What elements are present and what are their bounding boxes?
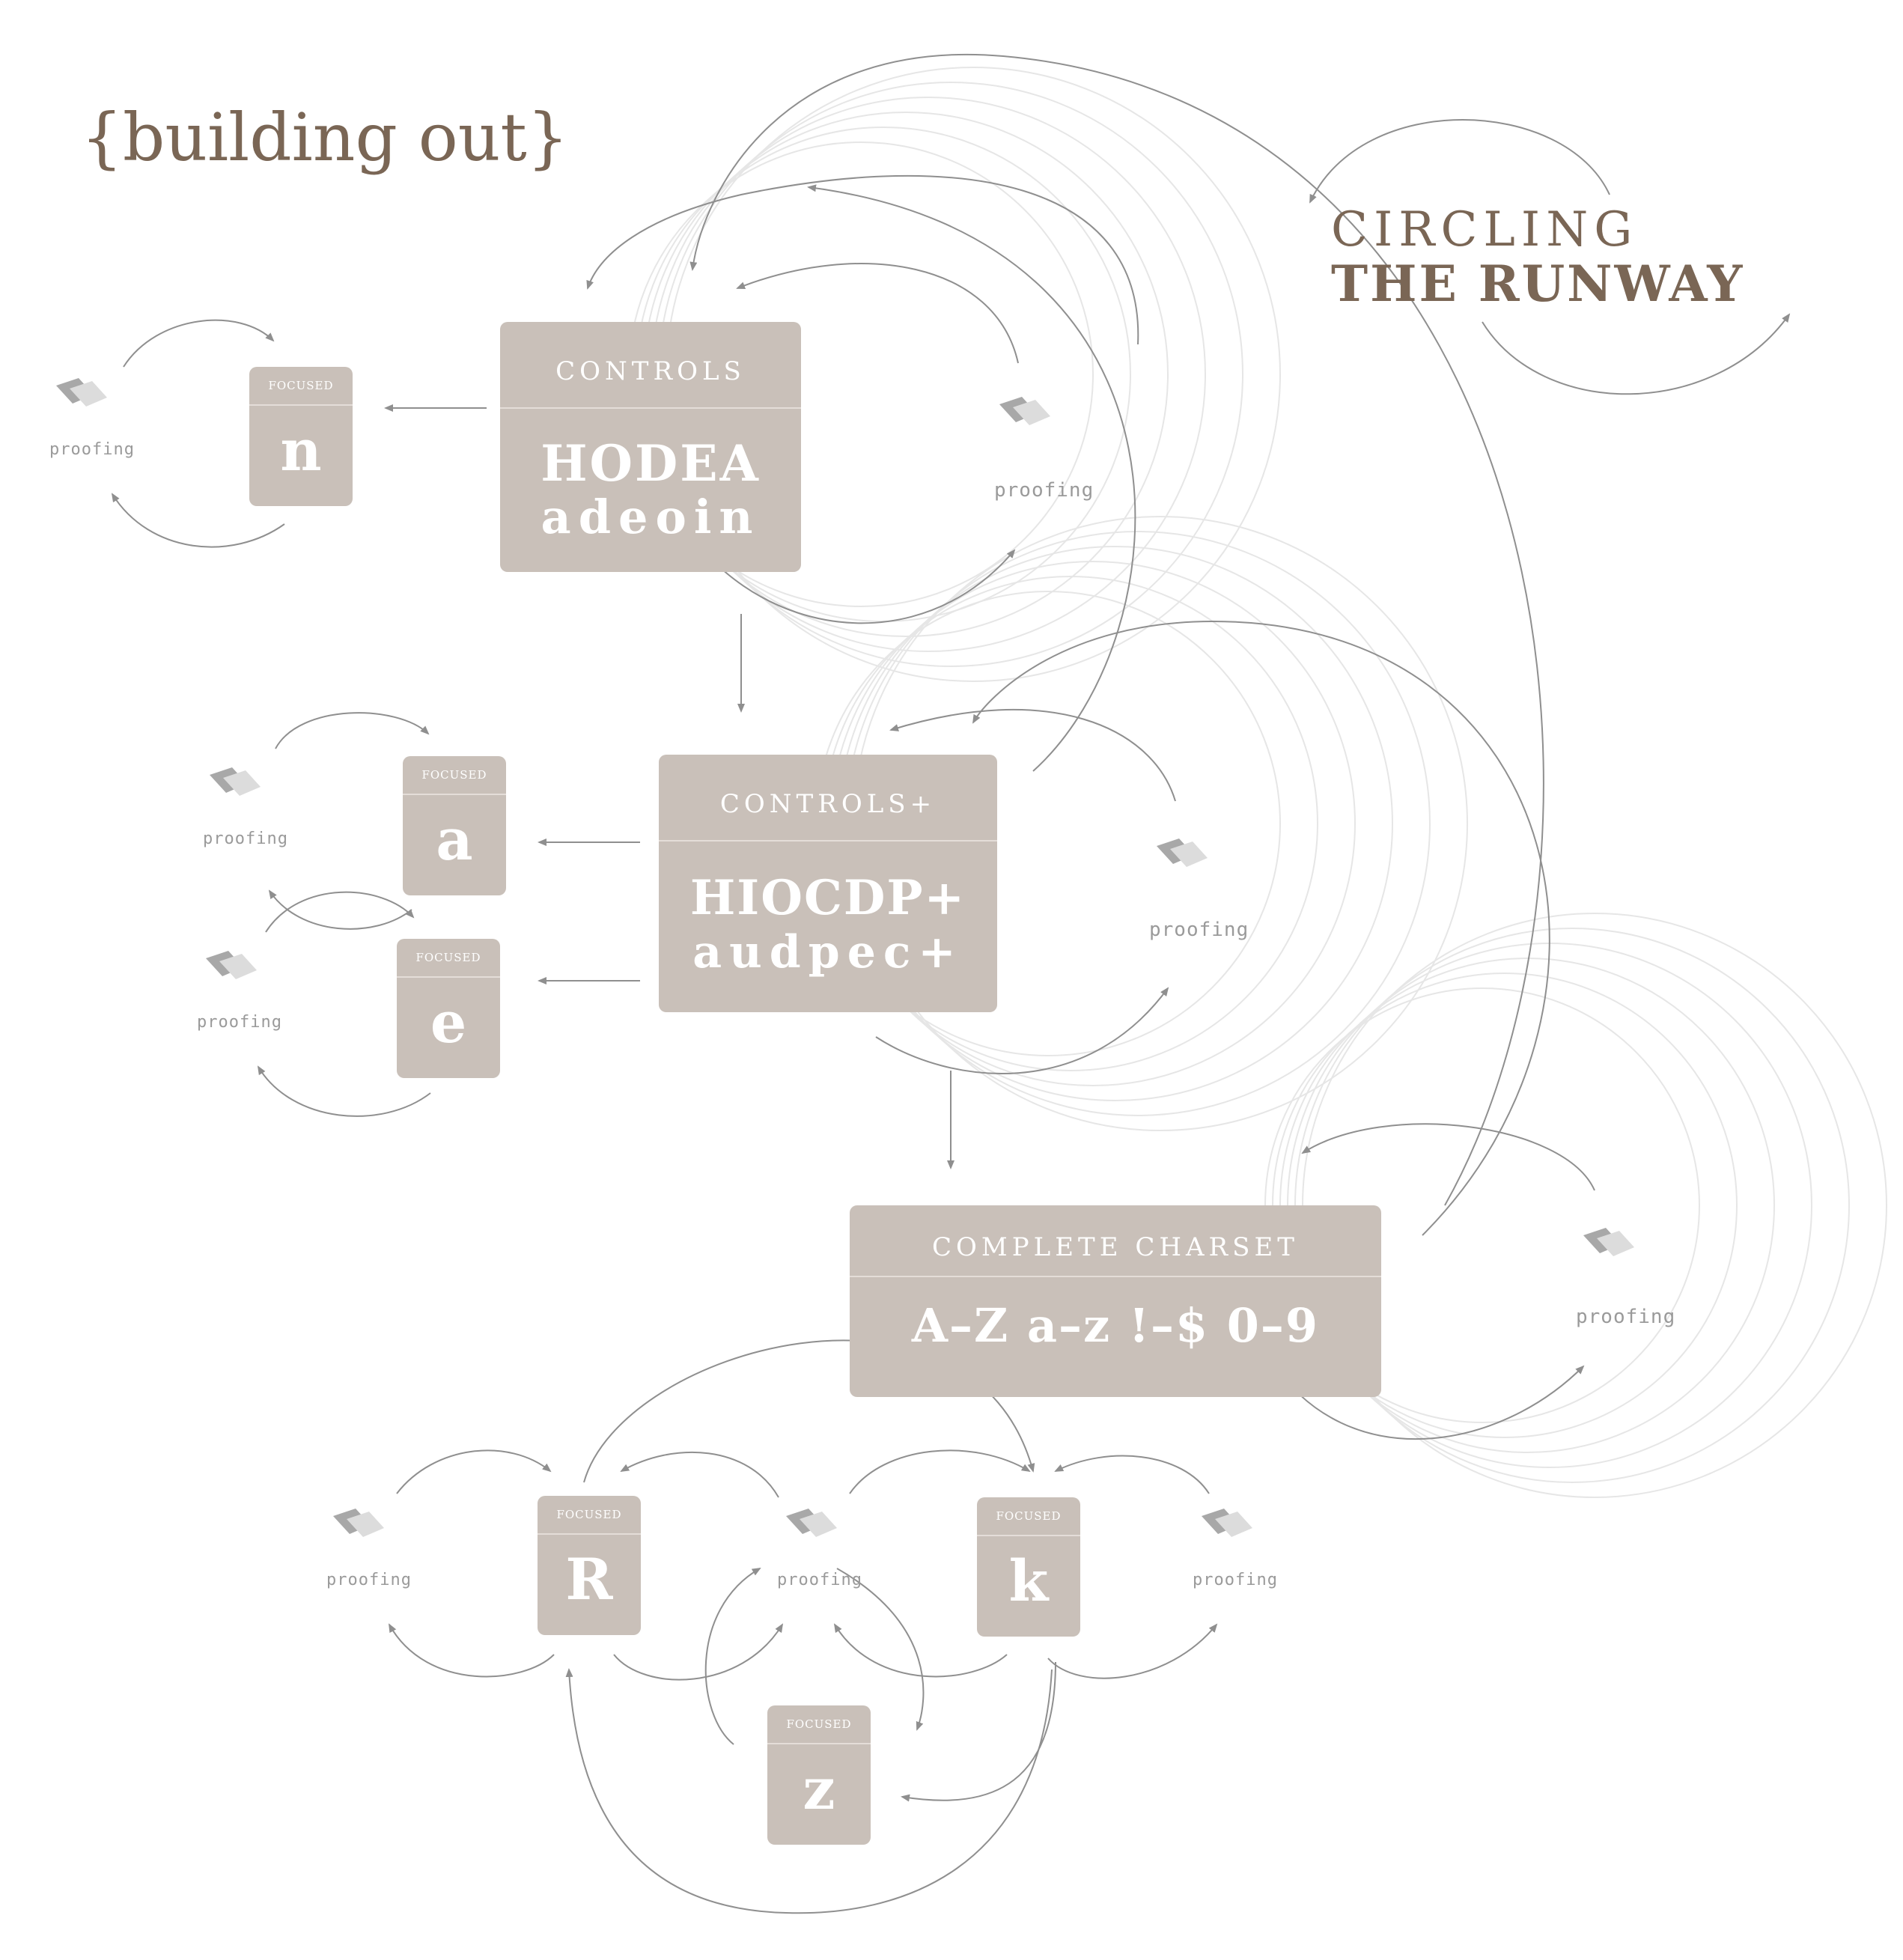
stage-caption: CONTROLS+ [659, 755, 997, 841]
focused-card-z: FOCUSED z [767, 1705, 871, 1845]
proofing-icon-stage2 [1157, 839, 1208, 867]
stage-box-controls: CONTROLS HODEA adeoin [500, 322, 801, 572]
runway-title-line2: THE RUNWAY [1331, 255, 1745, 313]
proofing-icon-stage1 [999, 397, 1050, 425]
stage-box-complete-charset: COMPLETE CHARSET A–Z a–z !–$ 0–9 [850, 1205, 1381, 1397]
proofing-label-mid: proofing [771, 1571, 868, 1589]
focused-caption: FOCUSED [397, 939, 500, 978]
stage-caption: CONTROLS [500, 322, 801, 409]
focused-glyph: R [565, 1546, 613, 1613]
focused-glyph: n [280, 417, 322, 484]
proofing-label-n: proofing [43, 440, 141, 459]
proofing-label-k: proofing [1187, 1571, 1284, 1589]
stage-uppercase-set: HIOCDP+ [689, 870, 966, 926]
focused-card-n: FOCUSED n [249, 367, 353, 506]
focused-caption: FOCUSED [403, 756, 506, 795]
proofing-label-stage3: proofing [1576, 1306, 1676, 1328]
proofing-text: proofing [203, 830, 288, 848]
focused-card-k: FOCUSED k [977, 1497, 1080, 1637]
proofing-text: proofing [326, 1571, 412, 1589]
stage-lowercase-set: audpec+ [692, 926, 963, 979]
proofing-label-stage2: proofing [1149, 919, 1249, 941]
proofing-label-e: proofing [191, 1013, 288, 1032]
proofing-label-a: proofing [197, 830, 294, 848]
proofing-text: proofing [1193, 1571, 1278, 1589]
focused-glyph: e [430, 989, 467, 1056]
proofing-icon-stage3 [1583, 1228, 1634, 1256]
proofing-icon-n [56, 378, 107, 407]
focused-glyph: k [1008, 1547, 1049, 1614]
focused-caption: FOCUSED [977, 1497, 1080, 1536]
proofing-label-r: proofing [320, 1571, 418, 1589]
proofing-icon-k [1202, 1509, 1252, 1537]
stage-box-controls-plus: CONTROLS+ HIOCDP+ audpec+ [659, 755, 997, 1012]
page-title: {building out} [81, 99, 569, 176]
proofing-text: proofing [1149, 919, 1249, 941]
proofing-text: proofing [777, 1571, 862, 1589]
proofing-icon-a [210, 767, 261, 796]
focused-glyph: a [436, 806, 473, 873]
proofing-label-stage1: proofing [994, 479, 1094, 502]
stage-uppercase-set: HODEA [541, 434, 761, 493]
focused-card-R: FOCUSED R [538, 1496, 641, 1635]
focused-card-e: FOCUSED e [397, 939, 500, 1078]
proofing-text: proofing [1576, 1306, 1676, 1328]
proofing-text: proofing [994, 479, 1094, 502]
stage-character-set: A–Z a–z !–$ 0–9 [911, 1298, 1320, 1353]
focused-card-a: FOCUSED a [403, 756, 506, 895]
proofing-icon-r [333, 1509, 384, 1537]
proofing-text: proofing [197, 1013, 282, 1032]
focused-caption: FOCUSED [538, 1496, 641, 1535]
stage-caption: COMPLETE CHARSET [850, 1205, 1381, 1277]
proofing-icon-e [206, 951, 257, 979]
arrow-group [111, 54, 1791, 1914]
runway-title-line1: CIRCLING [1331, 202, 1639, 258]
proofing-icon-mid [786, 1509, 837, 1537]
focused-caption: FOCUSED [767, 1705, 871, 1744]
focused-glyph: z [803, 1756, 835, 1822]
proofing-text: proofing [49, 440, 135, 459]
focused-caption: FOCUSED [249, 367, 353, 406]
stage-lowercase-set: adeoin [541, 490, 761, 544]
